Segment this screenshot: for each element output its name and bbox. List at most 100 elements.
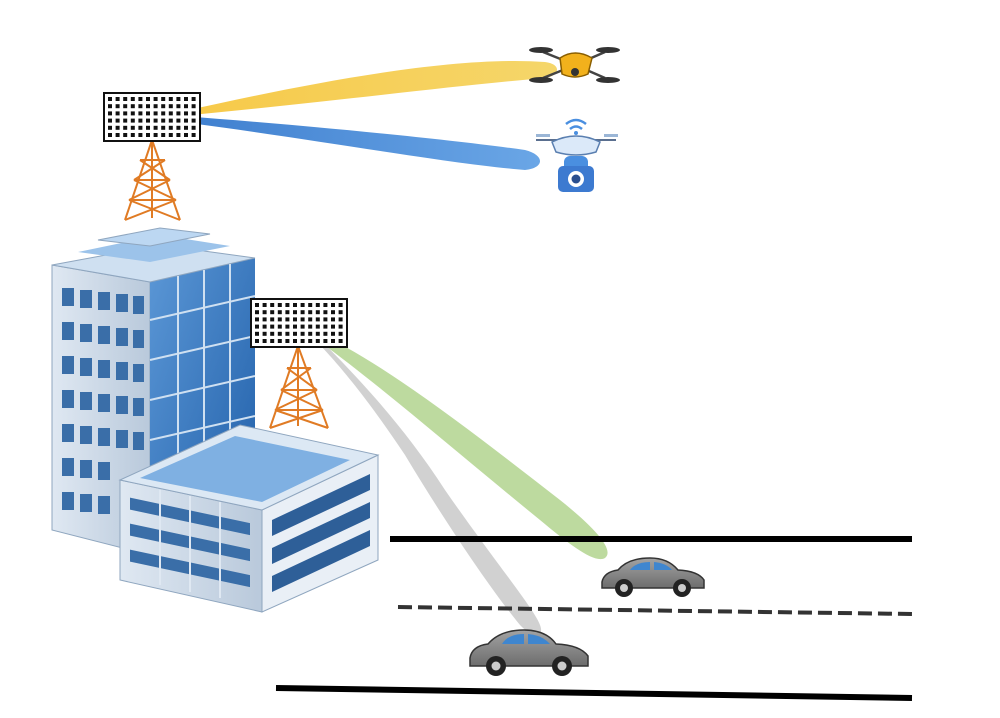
antenna-element [293,303,297,307]
tower-top [124,139,181,221]
antenna-element [153,97,158,101]
antenna-element [323,310,328,315]
antenna-element [115,97,120,101]
antenna-element [115,118,120,123]
antenna-element [123,97,128,101]
antenna-element [285,310,290,315]
antenna-element [161,111,166,116]
antenna-element [191,111,196,116]
antenna-element [315,303,320,307]
beam-to-drone-blue [182,116,540,170]
antenna-element [293,324,297,329]
antenna-element [146,125,150,130]
antenna-element [262,317,267,322]
antenna-element [323,331,328,336]
antenna-element [108,133,112,137]
antenna-element [315,324,320,329]
beam-to-car-gray [315,334,542,635]
antenna-element [176,133,181,137]
antenna-element [146,118,150,123]
road-edge-bottom [275,685,913,701]
antenna-element [168,104,173,109]
antenna-element [146,133,150,137]
antenna-element [153,125,158,130]
road-lane-divider [397,605,913,616]
antenna-element [331,339,335,343]
antenna-element [300,339,305,343]
antenna-element [108,118,112,123]
beams [180,60,608,635]
tower-bottom [269,345,329,429]
antenna-element [323,324,328,329]
antenna-element [270,339,275,343]
antenna-element [176,125,181,130]
car-upper [601,557,705,597]
antenna-element [293,310,297,315]
antenna-element [338,310,343,315]
antenna-element [277,324,282,329]
antenna-element [300,303,305,307]
antenna-element [184,118,188,123]
antenna-element [270,317,275,322]
antenna-element [277,317,282,322]
antenna-element [115,111,120,116]
antenna-element [138,104,143,109]
antenna-element [191,104,196,109]
antenna-element [315,310,320,315]
antenna-element [184,104,188,109]
beam-to-drone-yellow [180,60,558,116]
antenna-element [153,133,158,137]
beam-to-car-green [312,330,608,560]
antenna-element [277,331,282,336]
antenna-element [108,125,112,130]
antenna-element [130,133,135,137]
antenna-element [108,104,112,109]
antenna-element [338,324,343,329]
antenna-element [146,97,150,101]
antenna-element [323,339,328,343]
antenna-element [277,303,282,307]
antenna-element [262,310,267,315]
antenna-element [300,317,305,322]
antenna-element [123,118,128,123]
antenna-element [262,339,267,343]
antenna-element [308,339,313,343]
antenna-element [270,310,275,315]
antenna-element [153,111,158,116]
antenna-element [161,118,166,123]
antenna-element [168,111,173,116]
antenna-element [123,111,128,116]
antenna-element [138,97,143,101]
antenna-element [168,133,173,137]
antenna-element [130,97,135,101]
antenna-element [176,118,181,123]
antenna-array-top [103,92,201,142]
antenna-element [308,317,313,322]
antenna-element [130,111,135,116]
antenna-element [255,317,259,322]
antenna-element [331,310,335,315]
antenna-element [184,97,188,101]
antenna-element [315,331,320,336]
antenna-element [277,339,282,343]
antenna-element [300,331,305,336]
antenna-element [331,317,335,322]
antenna-element [308,324,313,329]
antenna-element [255,339,259,343]
antenna-array-bottom [250,298,348,348]
antenna-element [115,104,120,109]
antenna-element [293,339,297,343]
antenna-element [323,317,328,322]
antenna-element [285,303,290,307]
antenna-element [130,125,135,130]
antenna-element [115,125,120,130]
antenna-element [191,125,196,130]
antenna-element [123,125,128,130]
antenna-element [338,317,343,322]
antenna-element [191,133,196,137]
antenna-element [338,339,343,343]
antenna-element [138,111,143,116]
antenna-element [285,339,290,343]
antenna-element [293,331,297,336]
antenna-element [277,310,282,315]
